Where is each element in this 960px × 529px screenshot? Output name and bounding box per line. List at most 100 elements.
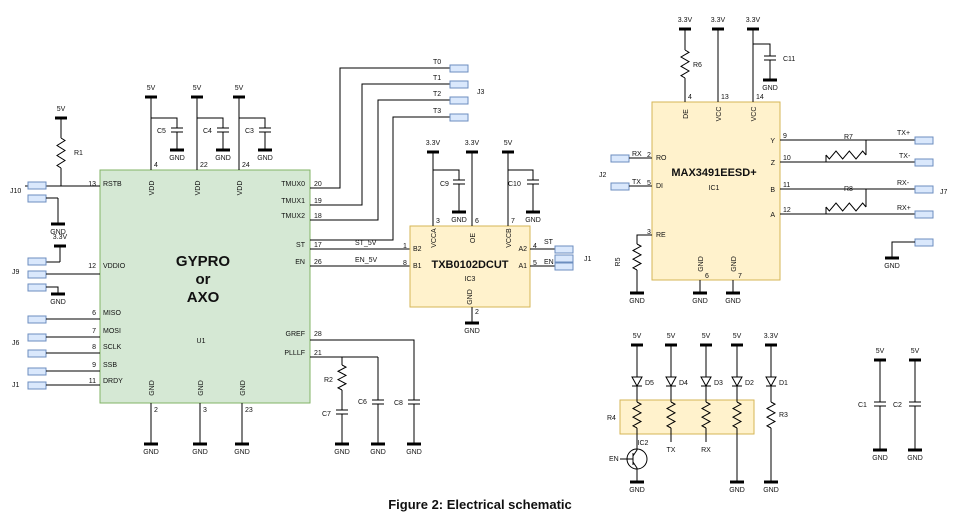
ic3-pin-number: 1 xyxy=(403,243,407,250)
net-label-led-tx: TX xyxy=(667,447,676,454)
supply-label: 5V xyxy=(504,140,513,147)
u1-pin-number: 24 xyxy=(242,162,250,169)
ground-label: GND xyxy=(725,298,741,305)
r1-label: R1 xyxy=(74,150,83,157)
net-label-en-5v: EN_5V xyxy=(355,257,378,264)
ic1-pin-name: DE xyxy=(683,109,690,119)
j10-label: J10 xyxy=(10,188,21,195)
supply-label: 5V xyxy=(147,85,156,92)
ic1-pin-number: 3 xyxy=(647,229,651,236)
u1-pin-number: 12 xyxy=(88,263,96,270)
u1-ground-pin: GND xyxy=(234,403,250,456)
supply-label: 5V xyxy=(57,106,66,113)
resistor-zigzag xyxy=(336,364,348,391)
u1-pin-name: GND xyxy=(240,380,247,396)
connector-pin[interactable] xyxy=(610,154,630,163)
u1-pin-number: 13 xyxy=(88,181,96,188)
d2-label: D2 xyxy=(745,380,754,387)
connector-pin[interactable] xyxy=(554,254,574,263)
connector-pin[interactable] xyxy=(27,349,47,358)
c11-label: C11 xyxy=(783,56,795,63)
diode-triangle xyxy=(731,376,743,388)
ic1-name: MAX3491EESD+ xyxy=(671,167,756,179)
connector-pin[interactable] xyxy=(449,113,469,122)
net-label-rx-plus: RX+ xyxy=(897,205,911,212)
ic1-pin-name: VCC xyxy=(751,107,758,122)
ic3-pin-number: 7 xyxy=(511,218,515,225)
u1-pin-name: TMUX2 xyxy=(281,213,305,220)
net-label-tx: TX xyxy=(632,179,641,186)
u1-pin-name: VDDIO xyxy=(103,263,126,270)
ground-label: GND xyxy=(192,449,208,456)
connector-pin[interactable] xyxy=(27,333,47,342)
connector-pin[interactable] xyxy=(27,367,47,376)
j6-spi-connector: J6 xyxy=(12,315,100,376)
u1-pin-number: 19 xyxy=(314,198,322,205)
u1-pin-name: VDD xyxy=(237,181,244,196)
connector-pin[interactable] xyxy=(27,270,47,279)
u1-pin-number: 28 xyxy=(314,331,322,338)
connector-pin[interactable] xyxy=(914,158,934,167)
connector-pin[interactable] xyxy=(914,136,934,145)
wire xyxy=(632,461,638,482)
ground-label: GND xyxy=(406,449,422,456)
u1-pin-number: 18 xyxy=(314,213,322,220)
ground-label: GND xyxy=(370,449,386,456)
connector-pin[interactable] xyxy=(27,181,47,190)
connector-pin[interactable] xyxy=(914,185,934,194)
ic3-name: TXB0102DCUT xyxy=(431,259,508,271)
net-label-rx: RX xyxy=(632,151,642,158)
r8-label: R8 xyxy=(844,186,853,193)
wire xyxy=(310,99,450,221)
connector-pin[interactable] xyxy=(27,257,47,266)
connector-pin[interactable] xyxy=(27,381,47,390)
connector-pin[interactable] xyxy=(554,245,574,254)
connector-pin[interactable] xyxy=(449,80,469,89)
connector-pin[interactable] xyxy=(610,182,630,191)
c5-label: C5 xyxy=(157,128,166,135)
ic1-chip: MAX3491EESD+IC1RO2DI5RE3Y9Z10B11A12DE4VC… xyxy=(647,94,791,281)
u1-pin-number: 8 xyxy=(92,344,96,351)
ground-label: GND xyxy=(257,155,273,162)
connector-pin[interactable] xyxy=(449,96,469,105)
connector-pin[interactable] xyxy=(914,210,934,219)
wire xyxy=(310,339,415,400)
u1-pin-name: GND xyxy=(198,380,205,396)
resistor-zigzag xyxy=(680,49,690,79)
connector-pin[interactable] xyxy=(449,64,469,73)
u1-ground-pin: GND xyxy=(143,403,159,456)
ic3-pin-name: B2 xyxy=(413,246,422,253)
connector-pin[interactable] xyxy=(554,262,574,271)
resistor-zigzag xyxy=(731,401,743,429)
u1-pin-number: 23 xyxy=(245,407,253,414)
schematic-canvas: GYPROorAXOU1RSTB13VDDIO12MISO6MOSI7SCLK8… xyxy=(10,17,948,494)
c6-label: C6 xyxy=(358,399,367,406)
u1-pin-number: 7 xyxy=(92,328,96,335)
wire xyxy=(632,446,638,457)
r4-label: R4 xyxy=(607,415,616,422)
supply-label: 5V xyxy=(633,333,642,340)
ic1-pin-number: 10 xyxy=(783,155,791,162)
connector-pin[interactable] xyxy=(27,315,47,324)
u1-pin-number: 6 xyxy=(92,310,96,317)
ground-label: GND xyxy=(50,229,66,236)
resistor-zigzag xyxy=(765,401,777,429)
connector-pin[interactable] xyxy=(27,194,47,203)
wire xyxy=(239,117,266,128)
wire xyxy=(753,43,771,56)
connector-pin[interactable] xyxy=(27,283,47,292)
d5-label: D5 xyxy=(645,380,654,387)
j7-label: J7 xyxy=(940,189,948,196)
connector-pin[interactable] xyxy=(914,238,934,247)
c4-label: C4 xyxy=(203,128,212,135)
ground-label: GND xyxy=(692,298,708,305)
j2-label: J2 xyxy=(599,172,607,179)
diode-triangle xyxy=(700,376,712,388)
